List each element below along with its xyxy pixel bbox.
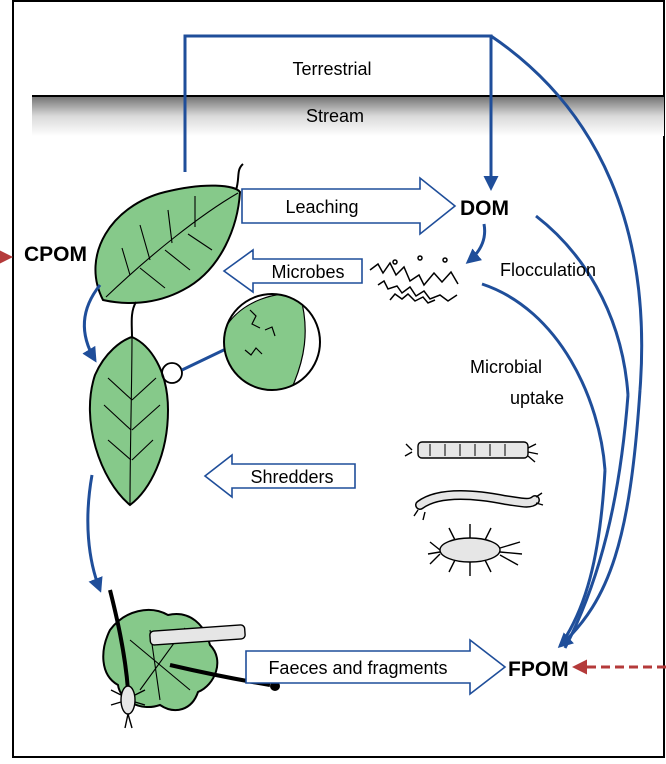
- faeces-fragments-label: Faeces and fragments: [268, 658, 447, 678]
- cpom-to-leaf-arrow: [84, 285, 100, 360]
- leaf-icon: [90, 302, 168, 505]
- invertebrate-icon: [428, 524, 522, 576]
- dom-label: DOM: [460, 197, 509, 220]
- floc-particles-icon: [370, 256, 458, 303]
- stream-label: Stream: [306, 106, 364, 126]
- shredders-label: Shredders: [250, 467, 333, 487]
- flocculation-label: Flocculation: [500, 260, 596, 280]
- flocculation-to-fpom-arrow: [565, 395, 628, 648]
- invertebrate-icon: [405, 442, 538, 462]
- invertebrate-icon: [414, 493, 543, 520]
- uptake-label: uptake: [510, 388, 564, 408]
- cpom-label: CPOM: [24, 243, 87, 266]
- fpom-label: FPOM: [508, 658, 569, 681]
- flocculation-curve: [536, 216, 628, 395]
- leaf-to-fragments-arrow: [88, 475, 100, 590]
- microbes-label: Microbes: [271, 262, 344, 282]
- leaching-label: Leaching: [285, 197, 358, 217]
- magnifier-circle-icon: [162, 294, 320, 392]
- dom-to-floc-arrow: [468, 224, 485, 262]
- microbial-label: Microbial: [470, 357, 542, 377]
- terrestrial-label: Terrestrial: [292, 59, 371, 79]
- leaf-icon: [95, 164, 243, 303]
